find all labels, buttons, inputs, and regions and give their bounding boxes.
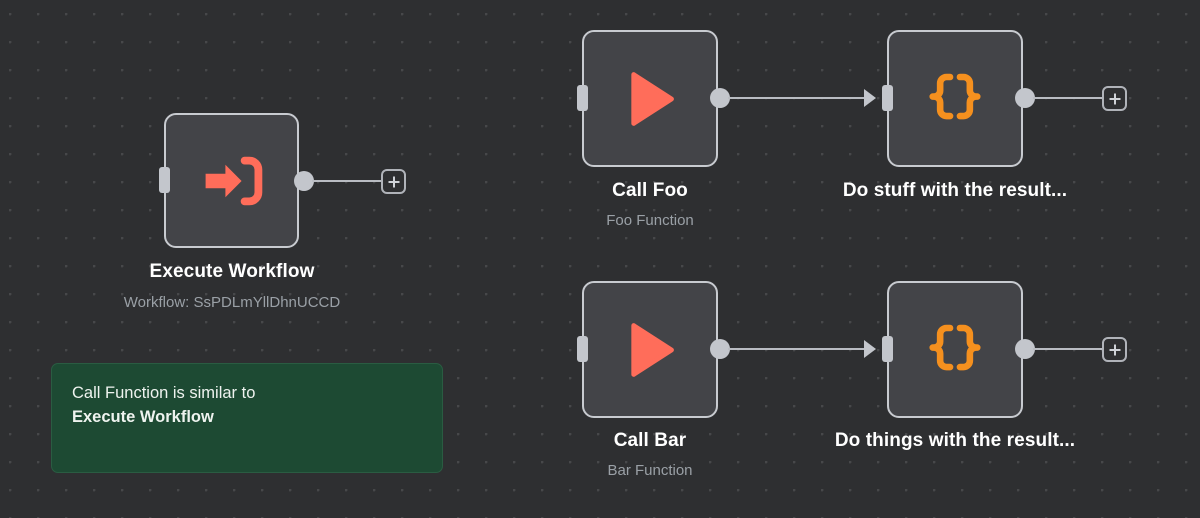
port-in-call-bar[interactable] (577, 336, 588, 362)
edge-arrow-call-bar-to-do-things (864, 340, 876, 358)
port-in-do-stuff-with-result[interactable] (882, 85, 893, 111)
curly-braces-icon (929, 324, 981, 370)
node-do-stuff-with-result[interactable] (887, 30, 1023, 167)
play-triangle-icon (631, 71, 674, 126)
node-call-foo[interactable] (582, 30, 718, 167)
node-sublabel-execute-workflow: Workflow: SsPDLmYllDhnUCCD (123, 294, 341, 311)
curly-braces-icon (929, 73, 981, 119)
node-label-do-things-with-result: Do things with the result... (834, 430, 1076, 451)
add-after-execute-workflow-button[interactable] (381, 169, 406, 194)
sticky-note-line-1: Call Function is similar to (72, 384, 256, 402)
edge-call-foo-to-do-stuff (728, 97, 866, 99)
node-call-bar[interactable] (582, 281, 718, 418)
play-triangle-icon (631, 322, 674, 377)
port-out-do-stuff-with-result[interactable] (1015, 88, 1035, 108)
node-label-execute-workflow: Execute Workflow (149, 261, 315, 282)
port-out-execute-workflow[interactable] (294, 171, 314, 191)
port-in-execute-workflow[interactable] (159, 167, 170, 193)
add-after-do-stuff-button[interactable] (1102, 86, 1127, 111)
sticky-note[interactable]: Call Function is similar to Execute Work… (51, 363, 443, 473)
port-in-call-foo[interactable] (577, 85, 588, 111)
node-sublabel-call-bar: Bar Function (607, 462, 693, 479)
port-in-do-things-with-result[interactable] (882, 336, 893, 362)
node-label-do-stuff-with-result: Do stuff with the result... (842, 180, 1068, 201)
node-sublabel-call-foo: Foo Function (606, 212, 694, 229)
edge-arrow-call-foo-to-do-stuff (864, 89, 876, 107)
sticky-note-line-2: Execute Workflow (72, 407, 214, 426)
edge-execute-workflow-to-add (312, 180, 382, 182)
add-after-do-things-button[interactable] (1102, 337, 1127, 362)
node-label-call-bar: Call Bar (613, 430, 687, 451)
port-out-do-things-with-result[interactable] (1015, 339, 1035, 359)
edge-do-things-to-add (1033, 348, 1103, 350)
edge-do-stuff-to-add (1033, 97, 1103, 99)
edge-call-bar-to-do-things (728, 348, 866, 350)
node-label-call-foo: Call Foo (612, 180, 688, 201)
port-out-call-bar[interactable] (710, 339, 730, 359)
port-out-call-foo[interactable] (710, 88, 730, 108)
node-execute-workflow[interactable] (164, 113, 299, 248)
node-do-things-with-result[interactable] (887, 281, 1023, 418)
sign-in-arrow-icon (205, 156, 262, 205)
